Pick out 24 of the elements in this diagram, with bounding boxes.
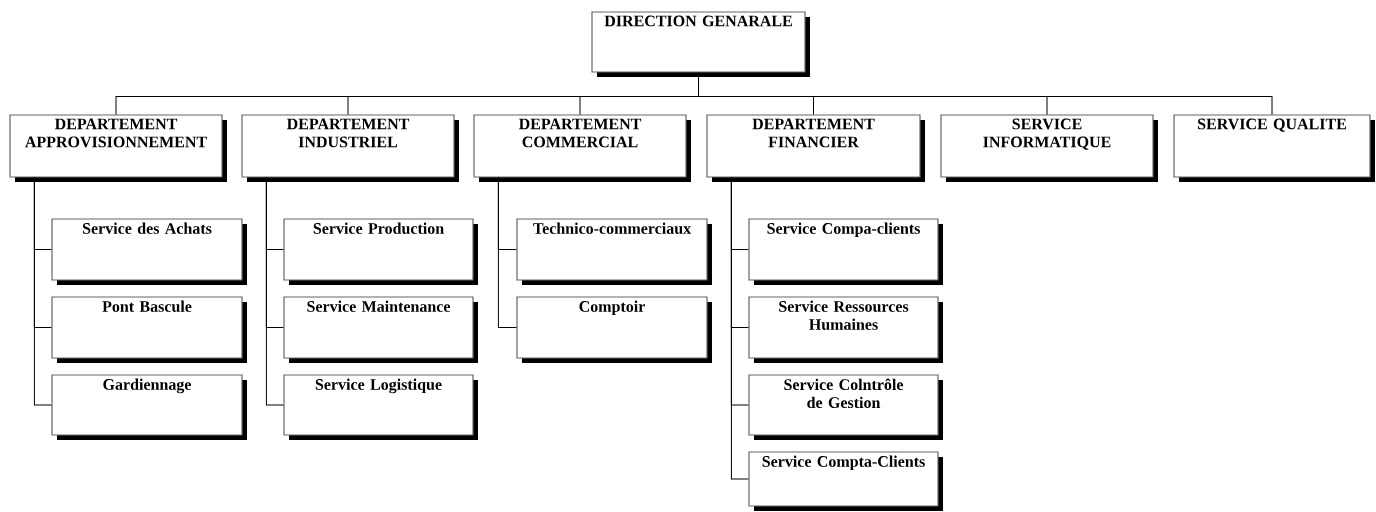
service-box: Service des Achats xyxy=(51,218,247,285)
service-box: Service Compta-Clients xyxy=(748,451,943,511)
department-box: SERVICE QUALITE xyxy=(1173,114,1375,182)
service-box: Service Colntrôle de Gestion xyxy=(748,374,943,440)
department-box: DEPARTEMENT APPROVISIONNEMENT xyxy=(9,114,227,182)
department-box: DEPARTEMENT COMMERCIAL xyxy=(473,114,691,182)
department-box: SERVICE INFORMATIQUE xyxy=(940,114,1158,182)
service-box: Service Ressources Humaines xyxy=(748,296,943,363)
connector-line xyxy=(698,72,1273,115)
service-box: Service Production xyxy=(283,218,478,285)
connector-line xyxy=(730,177,749,480)
department-box: DEPARTEMENT INDUSTRIEL xyxy=(241,114,459,182)
connector-line xyxy=(33,177,52,406)
service-box: Service Compa-clients xyxy=(748,218,943,285)
department-box: DEPARTEMENT FINANCIER xyxy=(706,114,925,182)
connector-line xyxy=(497,177,517,328)
service-box: Pont Bascule xyxy=(51,296,247,363)
service-box: Service Maintenance xyxy=(283,296,478,363)
service-box: Service Logistique xyxy=(283,374,478,440)
service-box: Gardiennage xyxy=(51,374,247,440)
service-box: Technico-commerciaux xyxy=(516,218,712,285)
title-box: DIRECTION GENARALE xyxy=(591,11,810,77)
connector-line xyxy=(265,177,284,406)
service-box: Comptoir xyxy=(516,296,712,363)
